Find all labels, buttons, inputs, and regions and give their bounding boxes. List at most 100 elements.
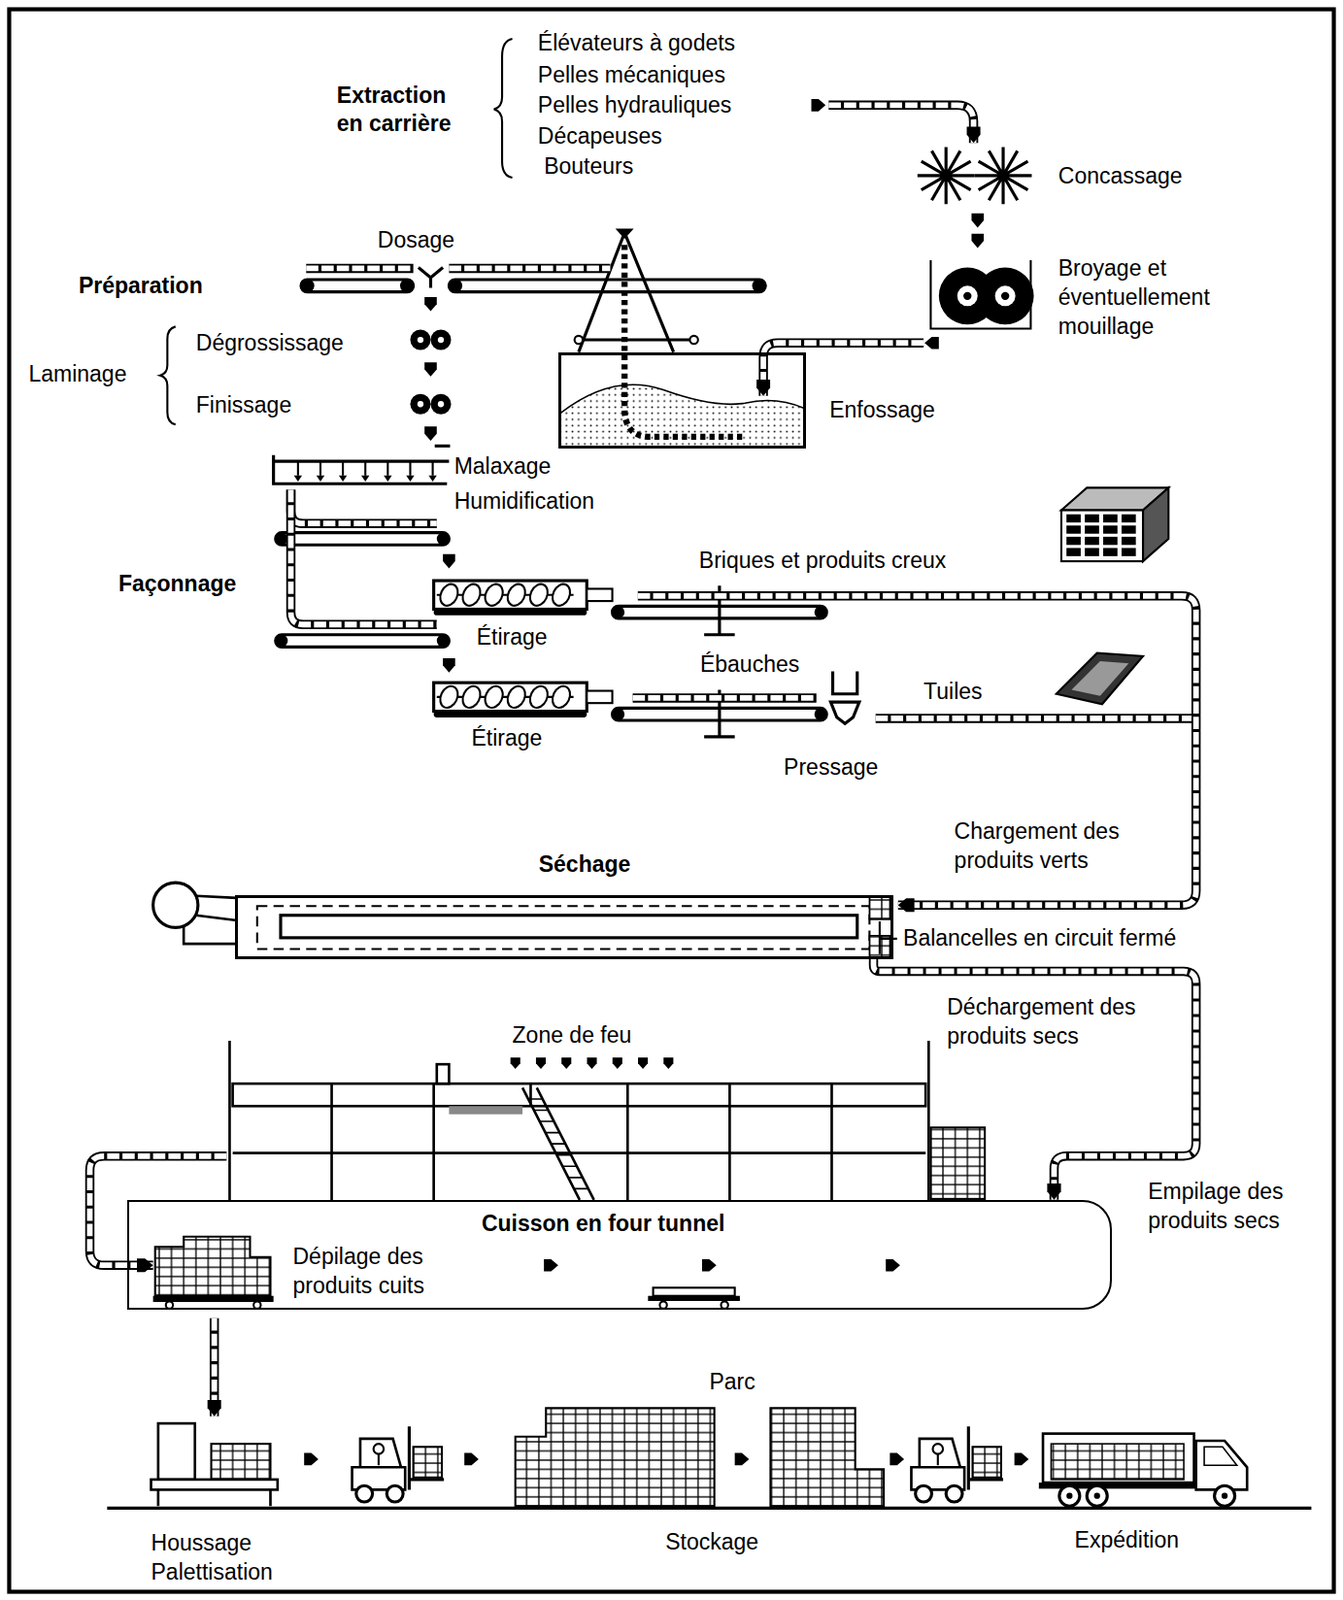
conveyor-line xyxy=(633,693,817,703)
conveyor-line xyxy=(828,104,974,143)
flow-arrowhead xyxy=(424,426,437,441)
dryer-internals xyxy=(879,921,898,955)
roller-mill xyxy=(417,401,424,407)
kiln-car xyxy=(153,1237,740,1310)
extruder xyxy=(814,707,828,721)
crusher-symbol xyxy=(917,146,1033,204)
roof-tile-icon xyxy=(1056,653,1143,706)
conveyor-line xyxy=(89,104,1196,1416)
extruder xyxy=(434,608,588,615)
hollow-brick-icon xyxy=(1103,525,1118,534)
conveyor-line xyxy=(89,1156,227,1266)
hollow-brick-icon xyxy=(1084,514,1100,523)
truck xyxy=(1042,1434,1195,1483)
flow-arrowhead xyxy=(924,336,940,350)
dryer-internals xyxy=(153,882,199,928)
flow-arrowhead xyxy=(735,1453,750,1467)
feed-conveyor xyxy=(275,635,289,648)
process-label: Étirage xyxy=(476,623,548,653)
hollow-brick-icon xyxy=(1066,537,1081,545)
storage-pit: Enfossage xyxy=(558,352,806,450)
fire-zone-arrow xyxy=(586,1057,597,1070)
extruder xyxy=(586,691,612,705)
process-label: Laminage xyxy=(28,360,127,390)
extruder xyxy=(436,683,574,711)
grinder-symbol xyxy=(995,285,1016,306)
grinder-symbol xyxy=(957,285,978,306)
roller-mill xyxy=(430,394,451,415)
brace xyxy=(494,38,513,178)
flow-arrowhead xyxy=(303,1453,319,1467)
process-label: Pelles hydrauliques xyxy=(537,91,732,121)
dosing-conveyor xyxy=(300,267,767,293)
crusher-symbol xyxy=(974,146,1033,204)
extruder xyxy=(612,605,626,619)
tunnel-kiln-building xyxy=(930,1127,985,1200)
tile-press xyxy=(833,671,858,695)
conveyor-line xyxy=(633,695,817,702)
fire-zone-arrow xyxy=(663,1057,673,1070)
truck xyxy=(1050,1443,1184,1480)
mixer-trough xyxy=(361,461,370,482)
roller-mill xyxy=(437,336,444,343)
kiln-car xyxy=(647,1296,740,1302)
hollow-brick-icon xyxy=(1066,525,1081,534)
hollow-brick-icon xyxy=(1084,525,1100,534)
tunnel-kiln-building xyxy=(528,1099,589,1189)
process-label: Chargement des produits verts xyxy=(954,817,1149,876)
process-label: Bouteurs xyxy=(543,152,634,182)
dryer-box: Séchage xyxy=(235,895,894,960)
flow-arrowhead xyxy=(424,297,437,312)
hollow-brick-icon xyxy=(1084,547,1100,556)
storage-pit xyxy=(560,228,805,447)
process-label: Expédition xyxy=(1074,1526,1179,1556)
hollow-brick-icon xyxy=(1061,510,1143,563)
extruder xyxy=(436,581,574,609)
hollow-brick-icon xyxy=(1066,514,1136,557)
kiln-car xyxy=(659,1302,667,1310)
extruder xyxy=(434,580,588,609)
dosing-conveyor xyxy=(447,278,463,294)
dosing-conveyor xyxy=(301,279,414,293)
tunnel-kiln-building xyxy=(448,1106,523,1114)
fire-zone-arrow xyxy=(510,1057,674,1070)
section-heading: Extraction en carrière xyxy=(336,81,469,140)
tunnel-kiln-building xyxy=(229,1040,929,1201)
hollow-brick-icon xyxy=(1142,487,1169,562)
grinder-symbol xyxy=(1001,292,1009,301)
mixer-trough xyxy=(273,455,448,484)
process-label: Broyage et éventuellement mouillage xyxy=(1058,254,1243,342)
storage-pit xyxy=(689,335,698,344)
conveyor-line xyxy=(637,596,1197,906)
tunnel-kiln-building xyxy=(233,1106,927,1201)
process-label: Malaxage xyxy=(454,452,552,482)
tunnel-kiln-building xyxy=(233,1083,927,1107)
tunnel-kiln-building xyxy=(436,1064,450,1084)
flow-arrowhead xyxy=(424,362,437,377)
conveyor-line xyxy=(763,342,924,397)
dosing-conveyor xyxy=(752,278,768,294)
feed-conveyor xyxy=(275,635,450,648)
storage-pit xyxy=(624,244,745,437)
mixer-trough xyxy=(294,461,303,482)
tile-press xyxy=(830,702,859,724)
flow-arrowhead xyxy=(543,1259,559,1273)
fire-zone-arrow xyxy=(510,1057,521,1070)
conveyor-line xyxy=(448,266,610,272)
process-label: Décapeuses xyxy=(537,122,663,152)
truck xyxy=(1059,1485,1080,1507)
feed-conveyor xyxy=(436,533,450,546)
process-label: Empilage des produits secs xyxy=(1147,1177,1309,1237)
process-label: Pelles mécaniques xyxy=(537,61,726,91)
brick-stack xyxy=(515,1408,715,1507)
storage-pit xyxy=(574,335,583,344)
dryer-internals xyxy=(153,882,898,958)
feed-conveyor xyxy=(436,635,450,648)
truck xyxy=(1094,1493,1101,1500)
brick-stack xyxy=(770,1408,884,1507)
feed-conveyor xyxy=(275,533,289,546)
node-text: Dépilage des produits cuits xyxy=(293,1242,454,1302)
mixer-trough xyxy=(273,460,450,464)
wrapping-machine xyxy=(158,1423,196,1480)
process-label: Parc xyxy=(708,1368,755,1398)
